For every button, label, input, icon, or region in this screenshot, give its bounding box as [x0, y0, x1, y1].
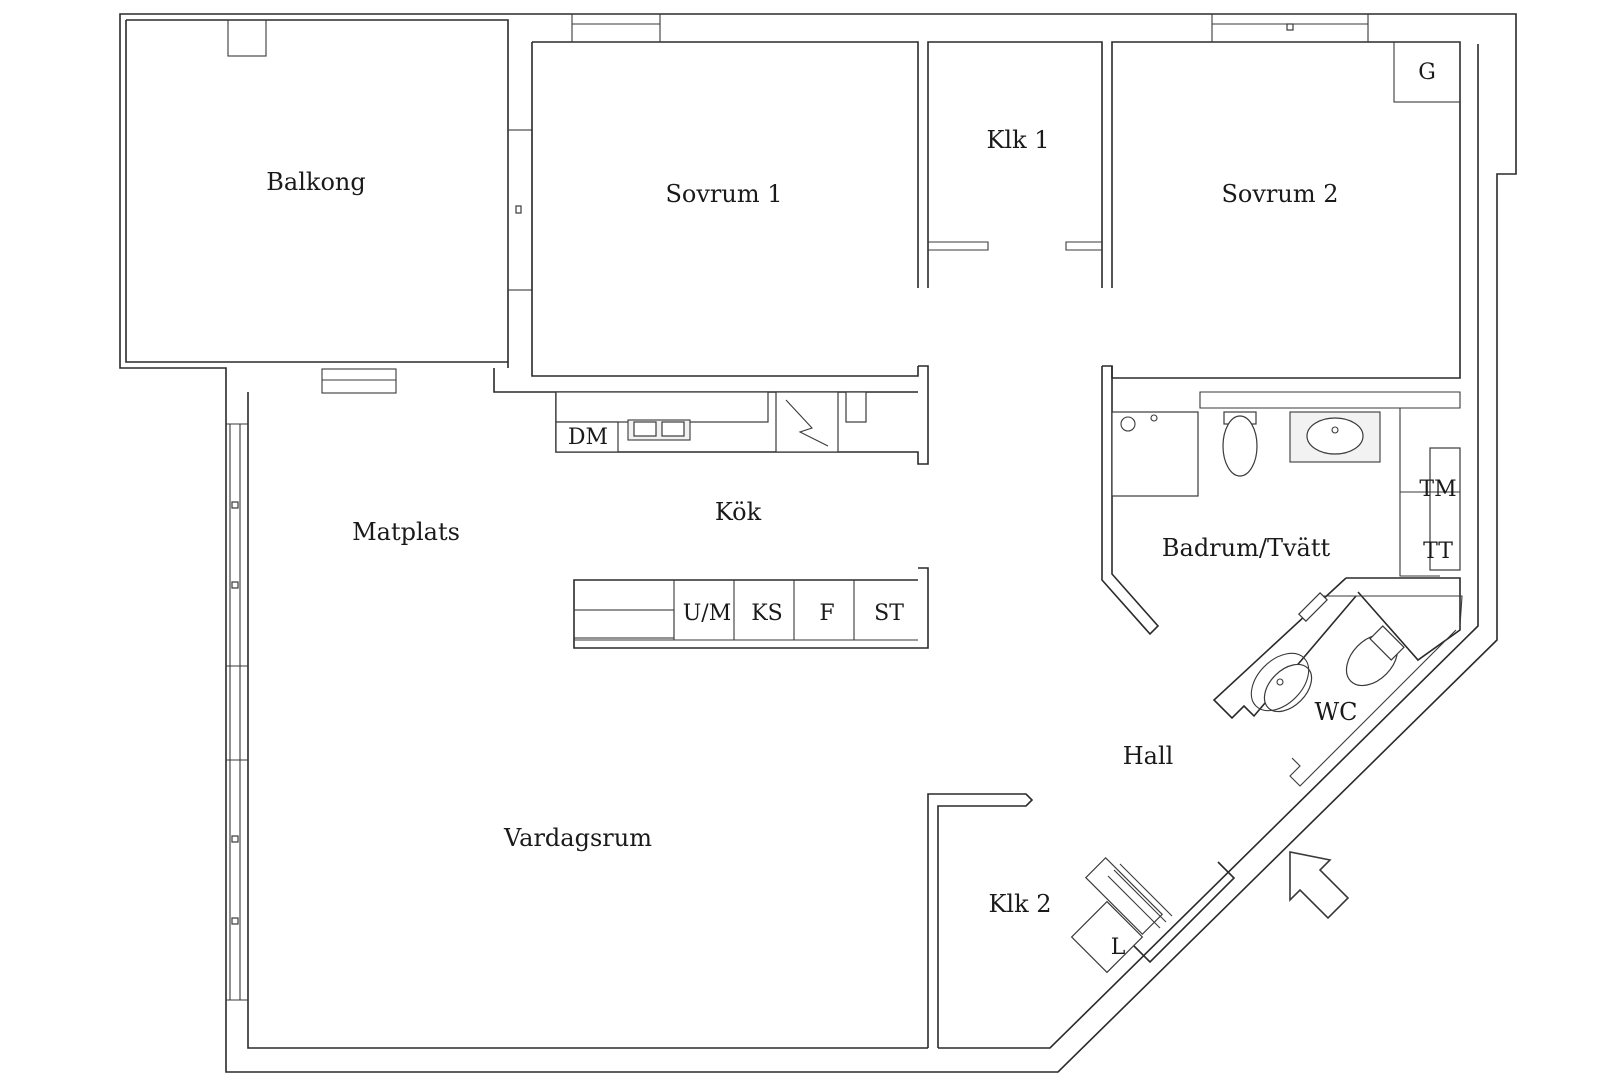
closet-1	[927, 41, 1103, 288]
room-labels: Balkong Sovrum 1 Klk 1 Sovrum 2 Matplats…	[266, 126, 1357, 918]
label-hall: Hall	[1123, 742, 1174, 770]
label-f: F	[819, 601, 834, 626]
label-tm: TM	[1419, 477, 1456, 502]
label-wc: WC	[1314, 698, 1357, 726]
kitchen-counter-top	[493, 365, 929, 465]
kitchen-counter-bottom	[573, 567, 929, 649]
label-klk-2: Klk 2	[988, 890, 1051, 918]
bedroom-1	[531, 13, 919, 377]
balcony	[227, 19, 533, 394]
label-l: L	[1111, 935, 1126, 960]
label-ks: KS	[751, 601, 783, 626]
fixture-labels: G DM U/M KS F ST TM TT L	[568, 60, 1457, 960]
label-vardagsrum: Vardagsrum	[503, 824, 652, 852]
wc-room	[1212, 577, 1463, 787]
label-dm: DM	[568, 425, 608, 450]
bathroom	[1101, 365, 1461, 636]
label-tt: TT	[1423, 539, 1453, 564]
label-matplats: Matplats	[352, 518, 460, 546]
entrance-arrow-icon	[1289, 851, 1350, 920]
label-st: ST	[874, 601, 904, 626]
label-badrum-tvatt: Badrum/Tvätt	[1162, 534, 1331, 562]
label-sovrum-2: Sovrum 2	[1221, 180, 1338, 208]
label-klk-1: Klk 1	[986, 126, 1049, 154]
label-kok: Kök	[715, 498, 762, 526]
label-sovrum-1: Sovrum 1	[665, 180, 782, 208]
hall-closet	[927, 793, 1236, 1048]
label-g: G	[1418, 60, 1436, 85]
label-balkong: Balkong	[266, 168, 365, 196]
left-windows	[226, 423, 248, 1001]
label-um: U/M	[683, 601, 731, 626]
